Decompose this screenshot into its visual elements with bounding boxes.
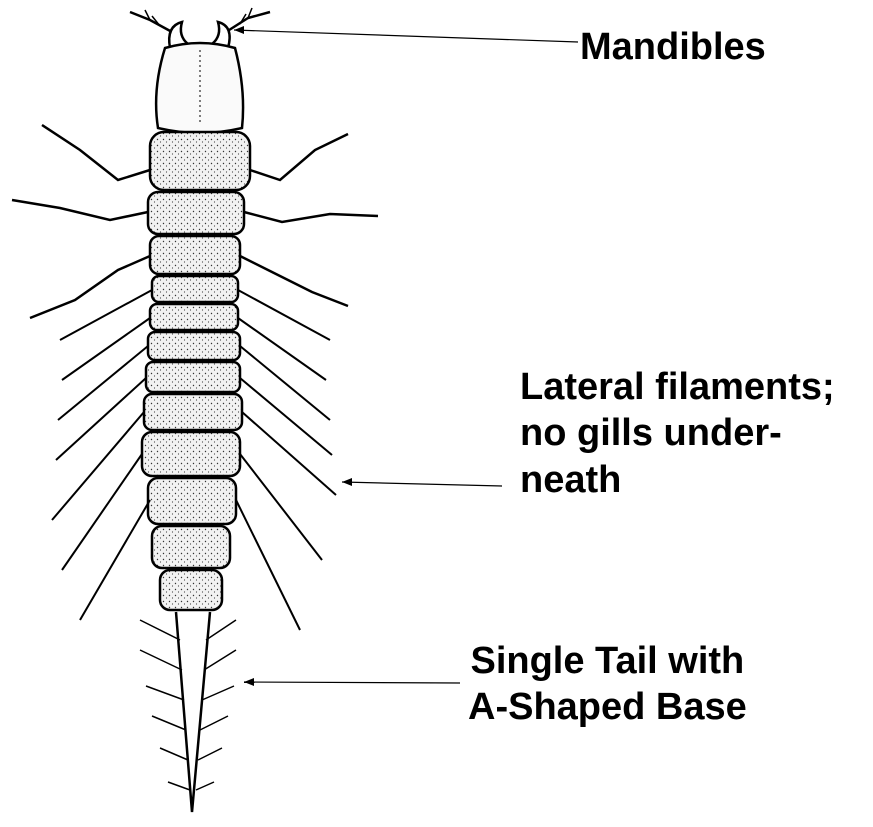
pointer-lines [234,30,578,683]
label-tail-line-2: A-Shaped Base [468,684,747,730]
arrowhead-tail [244,678,254,686]
label-lateral-filaments: Lateral filaments; no gills under- neath [520,364,835,503]
pointer-tail [244,682,460,683]
thorax [148,132,250,274]
label-lateral-line-1: Lateral filaments; [520,364,835,410]
antennae [130,8,270,32]
abdomen [142,276,242,610]
label-mandibles: Mandibles [580,24,766,70]
pointer-lateral [342,482,502,486]
arrowhead-lateral [342,478,352,486]
label-single-tail: Single Tail with A-Shaped Base [468,638,747,731]
label-tail-line-1: Single Tail with [468,638,747,684]
label-lateral-line-3: neath [520,457,835,503]
tail [140,612,236,812]
pointer-mandibles [234,30,578,42]
label-lateral-line-2: no gills under- [520,410,835,456]
